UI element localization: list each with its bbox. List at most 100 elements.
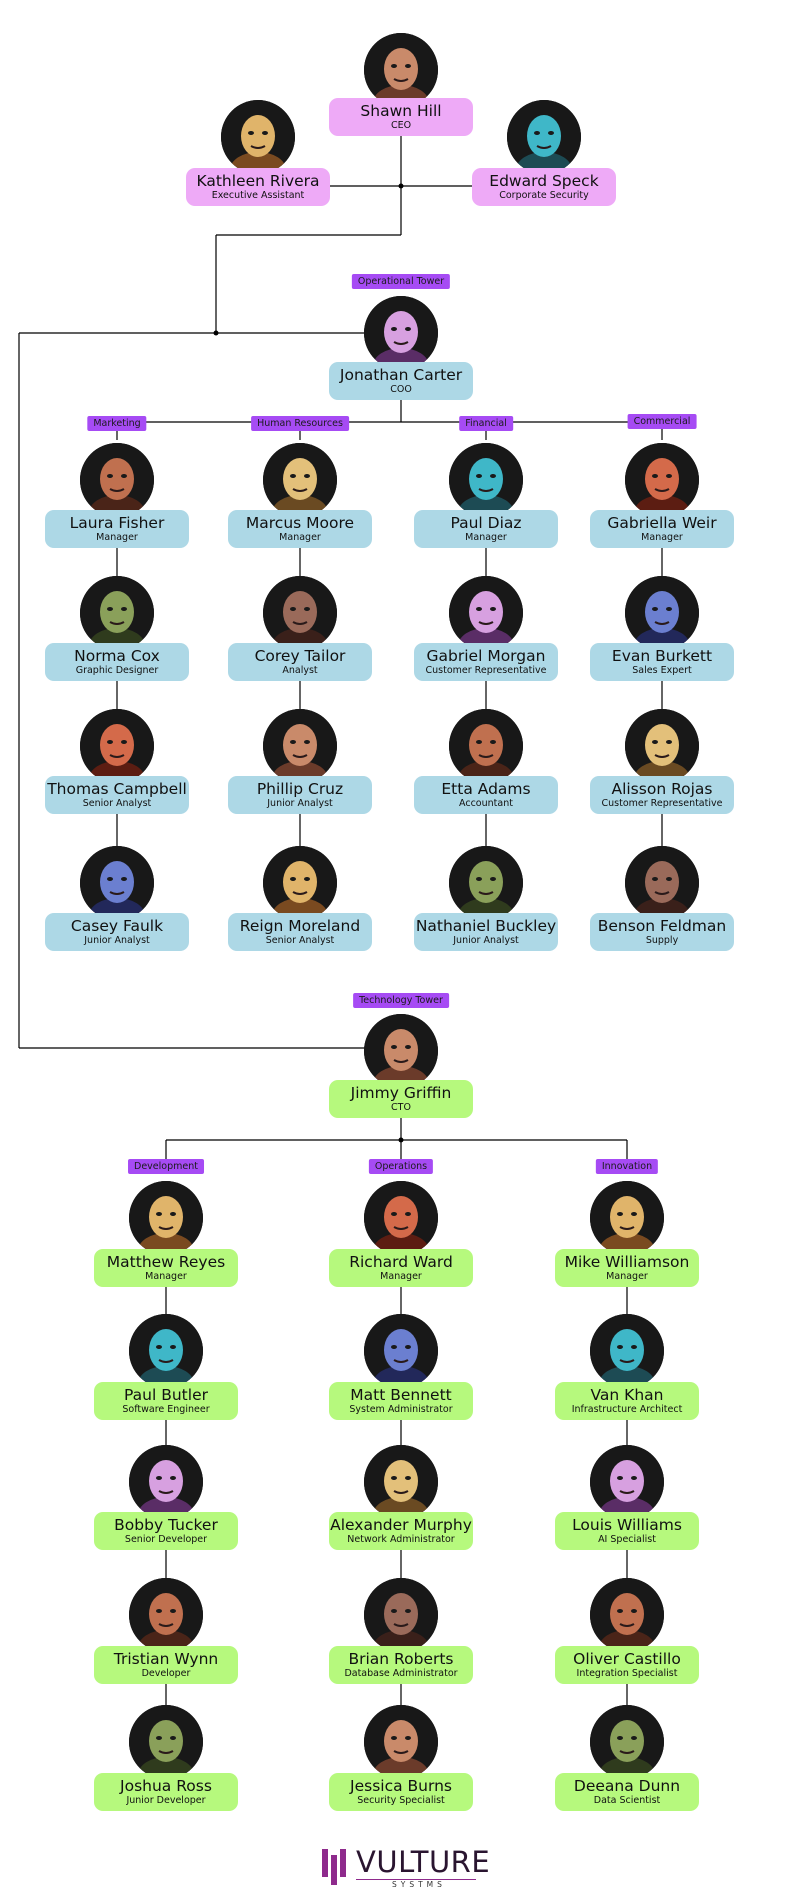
person-role: Manager (380, 1271, 422, 1282)
portrait-icon (449, 576, 523, 650)
portrait-icon (80, 846, 154, 920)
avatar-shawn-hill (364, 33, 438, 107)
person-name: Jonathan Carter (339, 366, 463, 384)
person-role: Senior Developer (124, 1534, 208, 1545)
avatar-casey-faulk (80, 846, 154, 920)
portrait-icon (625, 846, 699, 920)
person-role: Manager (606, 1271, 648, 1282)
person-name: Norma Cox (74, 647, 160, 665)
person-name: Shawn Hill (360, 102, 442, 120)
person-name: Mike Williamson (564, 1253, 690, 1271)
logo-subtitle: SYSTMS (392, 1880, 446, 1889)
portrait-icon (129, 1578, 203, 1652)
tag-commercial: Commercial (627, 414, 697, 429)
avatar-edward-speck (507, 100, 581, 174)
person-role: Manager (279, 532, 321, 543)
portrait-icon (449, 846, 523, 920)
avatar-paul-diaz (449, 443, 523, 517)
portrait-icon (590, 1181, 664, 1255)
person-role: Infrastructure Architect (571, 1404, 683, 1415)
person-role: Corporate Security (499, 190, 589, 201)
avatar-jessica-burns (364, 1705, 438, 1779)
avatar-alisson-rojas (625, 709, 699, 783)
avatar-paul-butler (129, 1314, 203, 1388)
person-role: Customer Representative (601, 798, 723, 809)
person-name: Casey Faulk (70, 917, 164, 935)
avatar-thomas-campbell (80, 709, 154, 783)
person-name: Bobby Tucker (114, 1516, 218, 1534)
person-role: Customer Representative (425, 665, 547, 676)
portrait-icon (221, 100, 295, 174)
person-role: Manager (465, 532, 507, 543)
person-name: Nathaniel Buckley (415, 917, 557, 935)
person-name: Phillip Cruz (256, 780, 344, 798)
person-name: Gabriel Morgan (426, 647, 546, 665)
portrait-icon (364, 1445, 438, 1519)
tag-development: Development (128, 1159, 204, 1174)
avatar-phillip-cruz (263, 709, 337, 783)
person-role: Developer (141, 1668, 191, 1679)
portrait-icon (129, 1705, 203, 1779)
portrait-icon (80, 576, 154, 650)
person-name: Thomas Campbell (47, 780, 187, 798)
person-role: Analyst (282, 665, 318, 676)
person-name: Matthew Reyes (106, 1253, 226, 1271)
portrait-icon (263, 443, 337, 517)
avatar-laura-fisher (80, 443, 154, 517)
person-name: Louis Williams (572, 1516, 682, 1534)
tag-human-resources: Human Resources (251, 416, 349, 431)
portrait-icon (263, 576, 337, 650)
person-role: Manager (641, 532, 683, 543)
portrait-icon (364, 1578, 438, 1652)
person-name: Oliver Castillo (573, 1650, 681, 1668)
person-name: Etta Adams (441, 780, 531, 798)
person-name: Matt Bennett (350, 1386, 452, 1404)
person-role: Software Engineer (122, 1404, 210, 1415)
person-role: Manager (96, 532, 138, 543)
person-role: Database Administrator (344, 1668, 458, 1679)
person-name: Benson Feldman (597, 917, 727, 935)
person-name: Brian Roberts (348, 1650, 454, 1668)
person-role: Junior Analyst (453, 935, 519, 946)
tag-operational-tower: Operational Tower (351, 274, 451, 289)
person-role: Junior Developer (126, 1795, 206, 1806)
person-name: Paul Diaz (450, 514, 522, 532)
portrait-icon (449, 443, 523, 517)
